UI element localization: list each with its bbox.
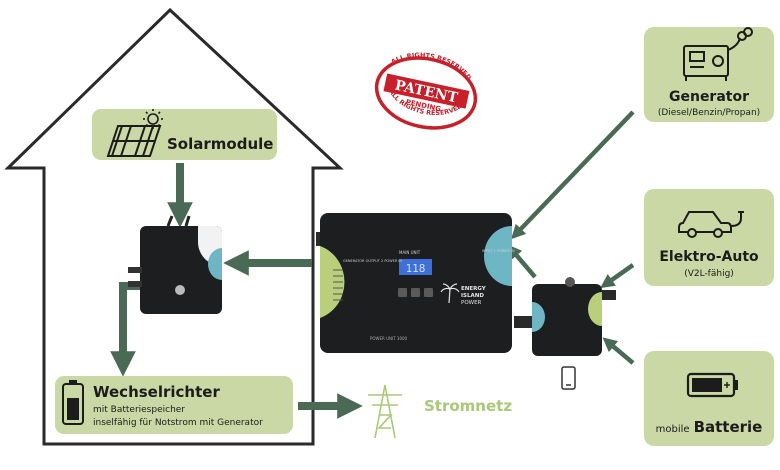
car-title: Elektro-Auto bbox=[659, 249, 759, 265]
brand-line-3: POWER bbox=[461, 300, 482, 306]
electric-car-icon bbox=[678, 211, 744, 238]
brand-line-2: ISLAND bbox=[461, 293, 484, 299]
arrow-car-to-junction bbox=[600, 263, 635, 289]
house-outline bbox=[4, 7, 344, 446]
arrow-controller-to-inverter bbox=[110, 282, 140, 377]
battery-title: Batterie bbox=[694, 418, 763, 436]
inverter-box bbox=[55, 376, 293, 434]
charge-controller-device bbox=[128, 215, 222, 314]
smartphone-icon bbox=[561, 366, 576, 390]
arrow-battery-to-junction bbox=[602, 337, 635, 365]
main-unit-right-port-text: INPUT 1 POWER IN bbox=[482, 249, 515, 253]
brand-line-1: ENERGY bbox=[461, 286, 487, 292]
power-pylon-icon bbox=[368, 384, 402, 439]
sun-icon bbox=[143, 109, 163, 129]
solar-panel-icon bbox=[106, 125, 162, 157]
generator-title: Generator bbox=[669, 89, 749, 105]
main-unit-model: POWER UNIT 3000 bbox=[370, 336, 408, 341]
battery-vertical-icon bbox=[62, 380, 84, 425]
main-unit-display: 118 bbox=[406, 262, 426, 275]
patent-pending-stamp: ALL RIGHTS RESERVED PATENT PENDING ALL R… bbox=[374, 44, 478, 130]
main-power-unit: 118 GENERATOR OUTPUT 2 POWER IN INPUT 1 … bbox=[316, 213, 515, 353]
generator-icon bbox=[683, 27, 753, 81]
battery-label: mobile Batterie bbox=[656, 418, 763, 436]
solar-label: Solarmodule bbox=[167, 135, 273, 153]
input-junction-device bbox=[514, 277, 616, 356]
inverter-title: Wechselrichter bbox=[93, 383, 220, 401]
battery-prefix: mobile bbox=[656, 424, 690, 435]
main-unit-left-port-text: GENERATOR OUTPUT 2 POWER IN bbox=[343, 259, 402, 263]
generator-box bbox=[644, 27, 774, 122]
battery-horizontal-icon bbox=[686, 372, 738, 398]
main-unit-panel-text: MAIN UNIT bbox=[399, 250, 421, 255]
grid-label: Stromnetz bbox=[424, 397, 512, 415]
generator-subtitle: (Diesel/Benzin/Propan) bbox=[658, 108, 760, 118]
car-subtitle: (V2L-fähig) bbox=[684, 269, 734, 279]
arrow-junction-to-unit bbox=[507, 244, 537, 279]
arrow-generator-to-unit bbox=[511, 110, 635, 240]
inverter-line-2: inselfähig für Notstrom mit Generator bbox=[93, 418, 263, 428]
battery-box bbox=[644, 351, 774, 446]
inverter-line-1: mit Batteriespeicher bbox=[93, 405, 185, 415]
palm-tree-logo-icon bbox=[440, 283, 460, 304]
